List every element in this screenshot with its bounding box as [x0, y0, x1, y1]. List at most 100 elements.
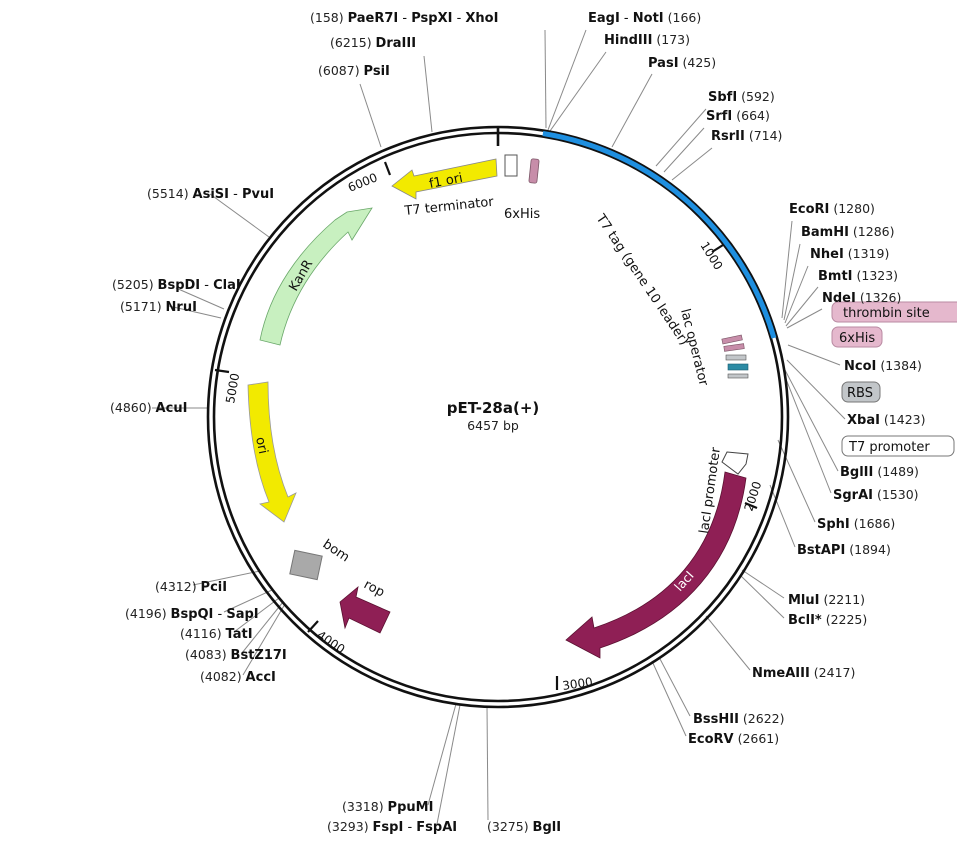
site-position: (1384) [876, 358, 922, 373]
site-position: (2622) [739, 711, 785, 726]
thrombin-site-feature[interactable] [721, 334, 743, 345]
site-leader-line [547, 29, 587, 131]
site-label-sphi[interactable]: SphI (1686) [817, 516, 895, 532]
site-enzyme-name: PasI [648, 56, 679, 71]
site-leader-line [783, 243, 801, 321]
site-enzyme-name: BstZ17I [231, 648, 287, 663]
t7-promoter-box[interactable] [841, 435, 955, 457]
site-label-acci[interactable]: (4082) AccI [200, 669, 276, 685]
site-label-bspdi-clai[interactable]: (5205) BspDI - ClaI [112, 277, 241, 293]
site-label-sbfi[interactable]: SbfI (592) [708, 89, 775, 105]
site-enzyme-name: PpuMI [388, 800, 434, 815]
site-label-ecori[interactable]: EcoRI (1280) [789, 201, 875, 217]
site-label-ecorv[interactable]: EcoRV (2661) [688, 731, 779, 747]
site-label-bstapi[interactable]: BstAPI (1894) [797, 542, 891, 558]
t7-promoter-label: T7 promoter [848, 440, 930, 455]
site-label-bspqi-sapi[interactable]: (4196) BspQI - SapI [125, 606, 259, 622]
site-position: (1489) [873, 464, 919, 479]
site-label-fspi-fspai[interactable]: (3293) FspI - FspAI [327, 819, 457, 835]
site-label-bcli[interactable]: BclI* (2225) [788, 612, 867, 628]
site-label-pcii[interactable]: (4312) PciI [155, 579, 227, 595]
site-position: (4082) [200, 669, 246, 684]
site-leader-line [784, 369, 839, 472]
site-label-mlui[interactable]: MluI (2211) [788, 592, 865, 608]
site-label-bgli[interactable]: (3275) BglI [487, 819, 561, 835]
tick-label-5000: 5000 [223, 372, 242, 405]
sixhis-box-label: 6xHis [839, 331, 875, 346]
rbs-feature[interactable] [727, 373, 749, 379]
site-label-psii[interactable]: (6087) PsiI [318, 63, 390, 79]
backbone [206, 125, 790, 709]
site-label-rsrii[interactable]: RsrII (714) [711, 128, 782, 144]
site-label-eagi-noti[interactable]: EagI - NotI (166) [588, 10, 701, 26]
boxed-labels: thrombin site 6xHis RBS T7 promoter [831, 301, 957, 457]
kanr-arrow[interactable] [259, 207, 373, 346]
site-label-xbai[interactable]: XbaI (1423) [847, 412, 926, 428]
site-label-ppumi[interactable]: (3318) PpuMI [342, 799, 433, 815]
leader-lines [152, 29, 846, 825]
tick-2000 [744, 501, 758, 510]
site-label-acui[interactable]: (4860) AcuI [110, 400, 187, 416]
site-enzyme-name: NdeI [822, 291, 856, 306]
t7-tag-feature[interactable] [725, 354, 747, 361]
site-enzyme-name: NruI [166, 300, 197, 315]
site-enzyme-name: AcuI [156, 401, 188, 416]
site-enzyme-name: MluI [788, 593, 819, 608]
site-position: (5171) [120, 299, 166, 314]
site-position: (173) [652, 32, 690, 47]
site-position: (6215) [330, 35, 376, 50]
site-label-tati[interactable]: (4116) TatI [180, 626, 253, 642]
site-leader-line [786, 359, 846, 420]
site-label-asisi-pvui[interactable]: (5514) AsiSI - PvuI [147, 186, 274, 202]
ori-arrow[interactable] [247, 381, 297, 523]
site-label-bsshii[interactable]: BssHII (2622) [693, 711, 785, 727]
site-leader-line [781, 220, 793, 319]
tick-1000 [711, 244, 724, 253]
site-label-ndei[interactable]: NdeI (1326) [822, 290, 901, 306]
site-position: (1530) [873, 487, 919, 502]
site-position: (1323) [853, 268, 899, 283]
site-leader-line [705, 615, 751, 671]
site-label-bstz17i[interactable]: (4083) BstZ17I [185, 647, 287, 663]
site-label-nhei[interactable]: NheI (1319) [810, 246, 889, 262]
f1-ori-arrow[interactable] [391, 158, 498, 200]
site-label-ncoi[interactable]: NcoI (1384) [844, 358, 922, 374]
laci-promoter-arrow[interactable] [721, 451, 749, 475]
site-label-pasi[interactable]: PasI (425) [648, 55, 716, 71]
lac-operator-feature[interactable] [727, 363, 749, 371]
site-leader-line [651, 660, 687, 737]
site-label-bamhi[interactable]: BamHI (1286) [801, 224, 895, 240]
site-leader-line [423, 55, 433, 133]
site-leader-line [671, 147, 713, 181]
bom-box[interactable] [289, 549, 323, 581]
site-label-paer7i-pspxi-xhoi[interactable]: (158) PaeR7I - PspXI - XhoI [310, 10, 498, 26]
rbs-box[interactable] [841, 381, 881, 403]
site-label-draiii[interactable]: (6215) DraIII [330, 35, 416, 51]
t7-terminator-box[interactable] [504, 154, 518, 177]
site-label-bmti[interactable]: BmtI (1323) [818, 268, 898, 284]
sixhis-box[interactable] [831, 326, 883, 348]
thrombin-site-box[interactable] [831, 301, 957, 323]
site-label-sgrai[interactable]: SgrAI (1530) [833, 487, 919, 503]
site-label-nmeaiii[interactable]: NmeAIII (2417) [752, 665, 855, 681]
site-leader-line [663, 127, 705, 173]
site-position: (1319) [844, 246, 890, 261]
laci-arrow[interactable] [565, 471, 747, 659]
sixhis-feature[interactable] [723, 343, 745, 352]
site-label-hindiii[interactable]: HindIII (173) [604, 32, 690, 48]
site-leader-line [544, 29, 547, 129]
site-enzyme-name: BclI* [788, 613, 822, 628]
site-position: (1686) [850, 516, 896, 531]
site-enzyme-name: XbaI [847, 413, 880, 428]
site-enzyme-name: PsiI [364, 64, 390, 79]
site-label-bglii[interactable]: BglII (1489) [840, 464, 919, 480]
site-leader-line [787, 344, 841, 366]
site-leader-line [427, 703, 457, 806]
site-enzyme-name: XhoI [465, 11, 498, 26]
rop-arrow[interactable] [339, 585, 391, 634]
site-position: (5205) [112, 277, 158, 292]
sixhis-top-feature[interactable] [528, 158, 540, 184]
site-position: (4312) [155, 579, 201, 594]
site-label-srfi[interactable]: SrfI (664) [706, 108, 770, 124]
site-label-nrui[interactable]: (5171) NruI [120, 299, 197, 315]
